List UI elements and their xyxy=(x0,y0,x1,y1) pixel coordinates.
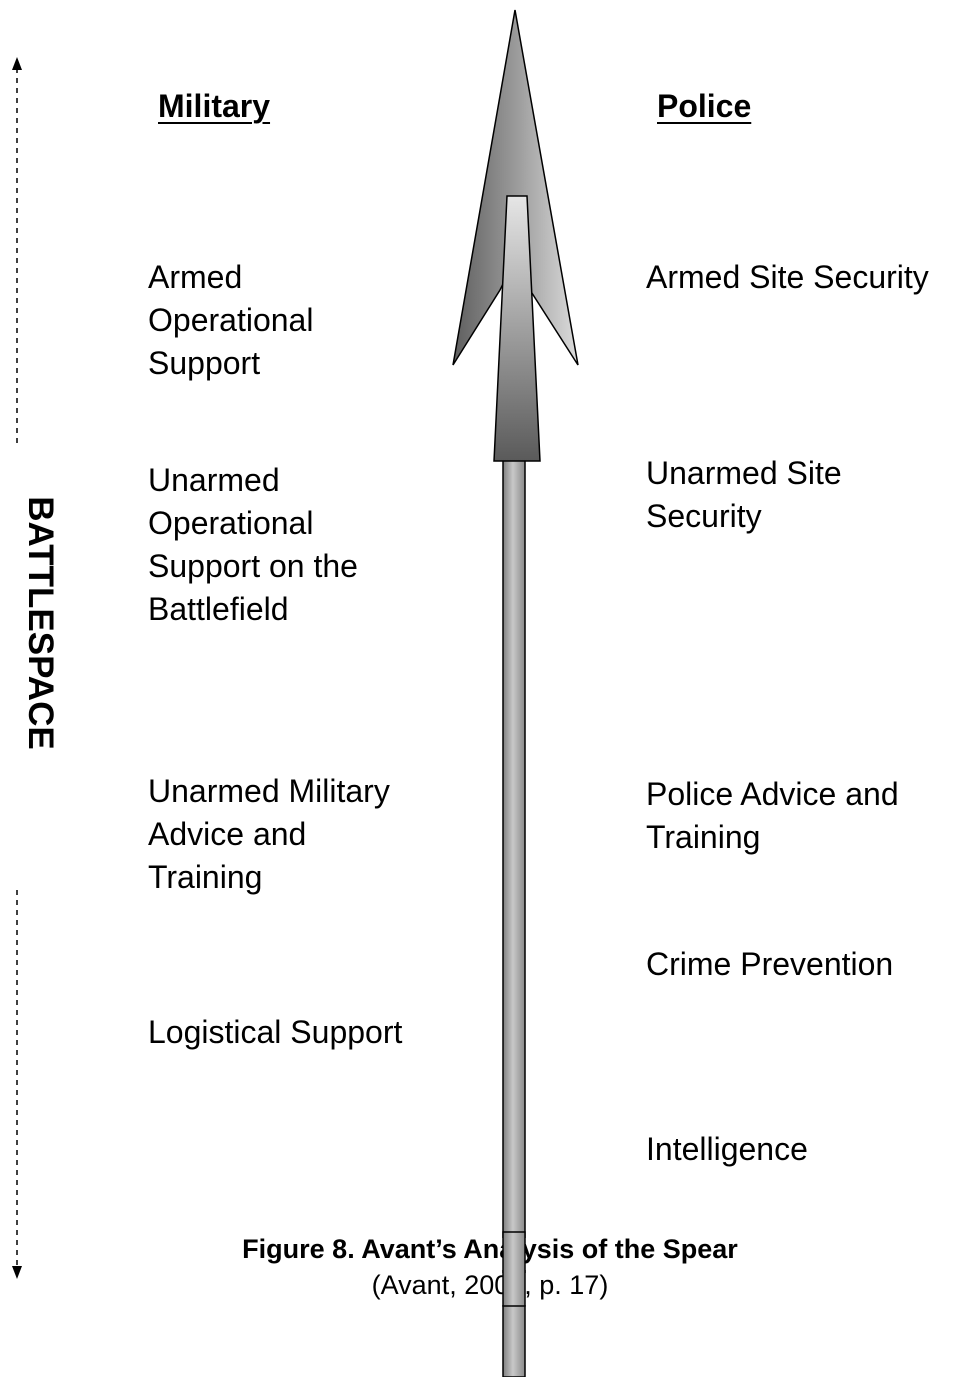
military-item-armed-operational-support: Armed Operational Support xyxy=(148,259,314,381)
police-item-unarmed-site-security: Unarmed Site Security xyxy=(646,455,842,534)
military-heading: Military xyxy=(158,88,271,124)
military-item-logistical-support: Logistical Support xyxy=(148,1014,403,1050)
police-item-intelligence: Intelligence xyxy=(646,1131,808,1167)
figure-caption-citation: (Avant, 2005, p. 17) xyxy=(371,1270,609,1300)
spear-socket xyxy=(493,195,541,462)
police-item-armed-site-security: Armed Site Security xyxy=(646,259,929,295)
arrowhead-down-icon xyxy=(12,1266,22,1279)
figure-caption-title: Figure 8. Avant’s Analysis of the Spear xyxy=(242,1234,738,1264)
police-heading: Police xyxy=(657,88,752,124)
arrowhead-up-icon xyxy=(12,57,22,70)
police-item-advice-training: Police Advice and Training xyxy=(646,776,899,855)
military-item-advice-training: Unarmed Military Advice and Training xyxy=(148,773,390,895)
military-item-unarmed-operational-support: Unarmed Operational Support on the Battl… xyxy=(148,462,358,627)
police-item-crime-prevention: Crime Prevention xyxy=(646,946,894,982)
battlespace-arrow xyxy=(12,57,22,1279)
